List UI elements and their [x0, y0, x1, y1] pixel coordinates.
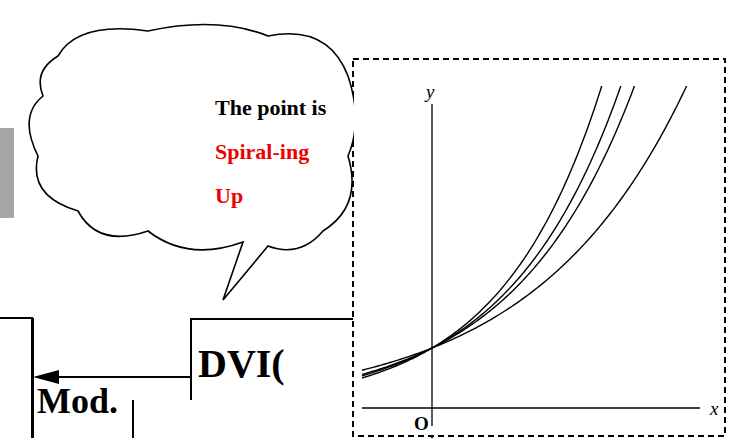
y-axis [431, 104, 432, 426]
cloud-path [29, 25, 354, 300]
highlight-text: Spiral-ing Up [215, 139, 309, 208]
box-label: Mod. [37, 382, 118, 422]
frame-line [431, 436, 433, 438]
plot-frame [353, 59, 725, 436]
frame-line [0, 317, 33, 319]
box-label: DVI( [198, 342, 285, 386]
frame-line [132, 400, 134, 438]
dvi-box: DVI( [190, 318, 353, 400]
origin-label: O [414, 414, 429, 433]
axis-label: x [710, 399, 718, 418]
x-axis [362, 407, 700, 408]
callout-text: The point is [215, 95, 326, 120]
exponential-curves [362, 86, 690, 378]
callout-text: The point is Spiral-ing Up [215, 86, 333, 218]
exponential-curve [362, 86, 690, 370]
module-box: Mod. [32, 318, 133, 438]
grey-bar [0, 128, 14, 218]
arrow-line [55, 376, 190, 378]
exponential-curve [362, 86, 624, 376]
exponential-curve [362, 86, 604, 378]
speech-cloud: The point is Spiral-ing Up [18, 16, 354, 306]
axis-label: y [426, 82, 434, 101]
